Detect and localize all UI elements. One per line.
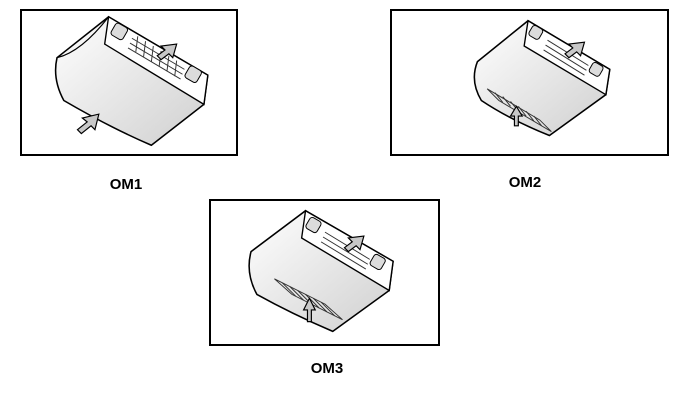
caption-om2: OM2 xyxy=(508,174,542,191)
unit-top-edge xyxy=(56,16,110,59)
end-cap-left xyxy=(110,22,128,41)
unit-front-face xyxy=(103,15,209,106)
end-cap-left xyxy=(528,25,544,40)
caption-om1: OM1 xyxy=(109,176,143,193)
unit-body xyxy=(54,15,209,147)
outlet-arrow xyxy=(343,235,365,253)
intake-arrow xyxy=(76,113,100,135)
diagram-om1 xyxy=(20,9,238,156)
end-cap-right xyxy=(369,253,386,271)
unit-illustration-om1 xyxy=(54,15,209,147)
intake-arrow xyxy=(302,296,317,323)
unit-front-face xyxy=(523,19,611,96)
unit-illustration-om3 xyxy=(248,209,394,333)
end-cap-right xyxy=(588,61,604,77)
outlet-arrow xyxy=(564,41,586,59)
diagram-om2 xyxy=(390,9,669,156)
caption-om3: OM3 xyxy=(310,360,344,377)
intake-arrow xyxy=(509,105,524,127)
outlet-arrow xyxy=(156,43,178,61)
end-cap-right xyxy=(184,65,202,83)
diagram-om3 xyxy=(209,199,440,346)
end-cap-left xyxy=(305,216,322,234)
unit-illustration-om2 xyxy=(473,19,611,137)
